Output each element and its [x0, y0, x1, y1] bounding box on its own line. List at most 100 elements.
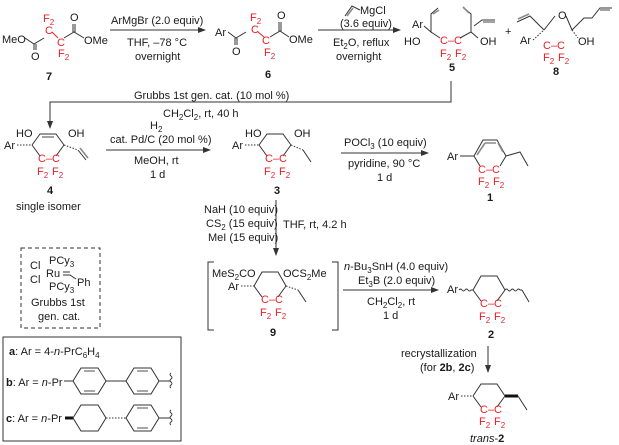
bracket-right — [332, 261, 339, 331]
compound-label-5: 5 — [449, 62, 455, 74]
aryl: Ar — [447, 284, 458, 296]
carbonyl-bond — [234, 38, 238, 45]
benzene-ring — [125, 367, 160, 395]
bond — [269, 30, 290, 38]
aryl: Ar — [520, 35, 531, 47]
compound-6: Ar O F2 C C F2 O OMe 6 — [215, 10, 313, 81]
cf2-bottom: F2 — [58, 48, 70, 62]
carbon: C — [262, 35, 270, 47]
reagent-3: Grubbs 1st gen. cat. (10 mol %) — [134, 90, 289, 102]
reagent-1: ArMgBr (2.0 equiv) — [111, 15, 203, 27]
oxygen: O — [70, 12, 79, 24]
cyclohexyl-phenyl-structure — [65, 404, 173, 432]
dashed-frame — [20, 247, 101, 329]
compound-label-1: 1 — [487, 192, 493, 204]
cf2-top: F2 — [250, 12, 262, 26]
compound-1: Ar C–C F2 F2 1 — [447, 139, 529, 204]
ring-oxygen: O — [558, 10, 567, 22]
bond — [24, 37, 45, 45]
aryl: Ar — [412, 19, 423, 31]
cf2-right: F2 — [455, 48, 467, 62]
aryl: Ar — [215, 27, 226, 39]
hydroxyl-right: OH — [68, 128, 85, 140]
cf2-left: F2 — [260, 307, 272, 321]
aryl-legend: a: Ar = 4-n-PrC6H4 b: Ar = n-Pr c: Ar = … — [2, 336, 182, 442]
condition-7a: CH2Cl2, rt — [367, 296, 415, 310]
vinyl-double-bond — [517, 13, 530, 20]
phosphine-top: PCy3 — [49, 255, 75, 269]
compound-9: MeS2CO OCS2Me Ar C–C F2 F2 9 — [207, 261, 339, 339]
cf2-top: F2 — [43, 13, 55, 27]
isomer-note: single isomer — [16, 201, 81, 213]
ring-bond — [472, 275, 506, 302]
vinyl-bond — [516, 15, 545, 31]
compound-label-4: 4 — [47, 185, 54, 197]
cf2-left: F2 — [479, 416, 491, 430]
compound-5: Ar HO C–C OH F2 F2 5 — [404, 6, 497, 74]
ethyl-bond — [302, 149, 312, 163]
hydroxyl-left: HO — [16, 128, 33, 140]
wavy-bond — [458, 288, 473, 292]
legend-a: a: Ar = 4-n-PrC6H4 — [9, 346, 100, 360]
reagent-6c: MeI (15 equiv) — [208, 232, 278, 244]
condition-7b: 1 d — [383, 310, 398, 322]
reagent-6b: CS2 (15 equiv) — [206, 218, 278, 232]
cf2-left: F2 — [479, 311, 491, 325]
ethyl-bond — [297, 289, 307, 303]
ring-double-bond — [84, 370, 95, 392]
compound-2: Ar C–C F2 F2 2 — [447, 275, 530, 341]
vinyl-icon — [344, 5, 361, 17]
stereo-bond — [290, 144, 304, 151]
reaction-arrow-1: ArMgBr (2.0 equiv) THF, –78 °C overnight — [110, 15, 206, 63]
condition-4b: 1 d — [150, 169, 165, 181]
carbon: C — [251, 24, 259, 36]
oxygen: O — [31, 51, 40, 63]
methoxy: OMe — [289, 34, 313, 46]
compound-label-9: 9 — [270, 327, 276, 339]
stereo-bond — [532, 29, 545, 41]
cf2-right: F2 — [494, 416, 506, 430]
cf2-right: F2 — [493, 176, 505, 190]
aryl: Ar — [232, 140, 243, 152]
condition-8a: recrystallization — [401, 348, 477, 360]
carbon: C — [45, 25, 53, 37]
vinyl-double-bond — [432, 9, 440, 15]
hydroxyl-left: HO — [404, 36, 421, 48]
reaction-arrow-6: NaH (10 equiv) CS2 (15 equiv) MeI (15 eq… — [204, 200, 347, 256]
attachment-point-icon — [169, 409, 173, 426]
bond — [227, 31, 247, 39]
benzene-ring — [125, 404, 160, 432]
benzene-ring — [72, 367, 107, 395]
legend-c: c: Ar = n-Pr — [6, 413, 62, 425]
xanthate-right: OCS2Me — [283, 268, 327, 282]
ring-double-bond — [137, 370, 148, 392]
attachment-point-icon — [169, 372, 173, 389]
ring-bond — [460, 139, 529, 167]
ring-cf2: C–C — [478, 164, 500, 176]
xanthate-left: MeS2CO — [212, 268, 256, 282]
ring-bond — [31, 133, 65, 157]
cf2-left: F2 — [264, 166, 276, 180]
hydroxyl: OH — [578, 36, 595, 48]
vinyl-double-bond — [346, 7, 354, 17]
compound-label-trans-2: trans-2 — [470, 433, 504, 445]
carbonyl-bond — [72, 24, 76, 32]
condition-4a: MeOH, rt — [134, 155, 179, 167]
bond — [257, 31, 265, 38]
aryl: Ar — [448, 391, 459, 403]
vinyl-bond — [77, 149, 87, 161]
aryl: Ar — [447, 151, 458, 163]
bond — [63, 31, 85, 39]
hydroxyl-left: HO — [245, 128, 262, 140]
reagent-2: MgCl — [360, 5, 386, 17]
ring-cf2: C–C — [261, 294, 283, 306]
vinyl-double-bond — [462, 6, 470, 14]
compound-label-7: 7 — [46, 71, 52, 83]
aryl: Ar — [228, 281, 239, 293]
ethyl-bond — [521, 289, 530, 303]
vinyl-double-bond — [79, 147, 89, 159]
ring-cf2: C–C — [265, 153, 287, 165]
compound-4: HO OH Ar C–C F2 F2 4 single isomer — [4, 128, 89, 213]
carbonyl-bond — [278, 22, 282, 31]
